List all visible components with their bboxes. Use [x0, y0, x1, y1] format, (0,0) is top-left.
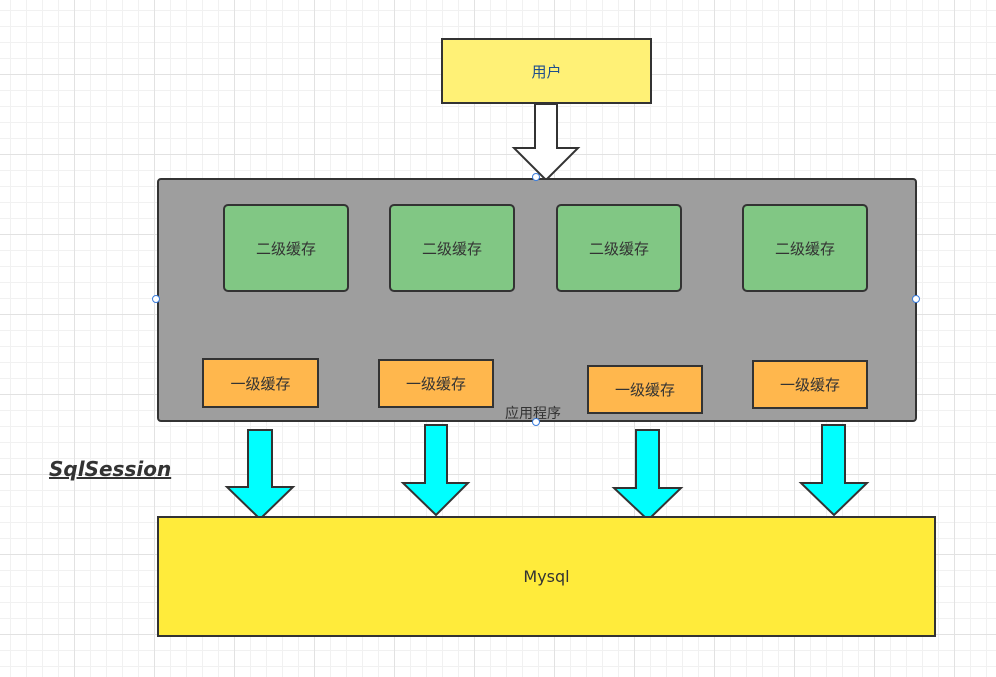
level1-cache-4[interactable]: 一级缓存 [752, 360, 868, 409]
level2-cache-label: 二级缓存 [774, 239, 835, 258]
cache-to-mysql-arrow-3 [611, 429, 684, 522]
level2-cache-label: 二级缓存 [588, 239, 649, 258]
user-to-app-arrow [511, 103, 581, 182]
mysql-box[interactable]: Mysql [157, 516, 936, 637]
cache-to-mysql-arrow-1 [224, 429, 296, 521]
mysql-label: Mysql [523, 567, 570, 586]
level1-cache-2[interactable]: 一级缓存 [378, 359, 494, 408]
cache-to-mysql-arrow-4 [798, 424, 870, 517]
level1-cache-3[interactable]: 一级缓存 [587, 365, 703, 414]
level2-cache-label: 二级缓存 [421, 239, 482, 258]
selection-handle-top[interactable] [532, 173, 540, 181]
user-label: 用户 [531, 62, 562, 81]
cache-to-mysql-arrow-2 [400, 424, 471, 517]
user-box[interactable]: 用户 [441, 38, 652, 104]
level1-cache-1[interactable]: 一级缓存 [202, 358, 319, 408]
application-label: 应用程序 [505, 406, 561, 422]
level1-cache-label: 一级缓存 [614, 381, 675, 399]
level1-cache-label: 一级缓存 [405, 375, 466, 393]
level2-cache-3[interactable]: 二级缓存 [556, 204, 682, 292]
level1-cache-label: 一级缓存 [230, 374, 291, 393]
level2-cache-4[interactable]: 二级缓存 [742, 204, 868, 292]
selection-handle-right[interactable] [912, 295, 920, 303]
level1-cache-label: 一级缓存 [779, 376, 840, 394]
level2-cache-2[interactable]: 二级缓存 [389, 204, 515, 292]
level2-cache-1[interactable]: 二级缓存 [223, 204, 349, 292]
selection-handle-left[interactable] [152, 295, 160, 303]
sqlsession-label: SqlSession [49, 457, 172, 481]
selection-handle-bottom[interactable] [532, 418, 540, 426]
level2-cache-label: 二级缓存 [255, 239, 316, 258]
